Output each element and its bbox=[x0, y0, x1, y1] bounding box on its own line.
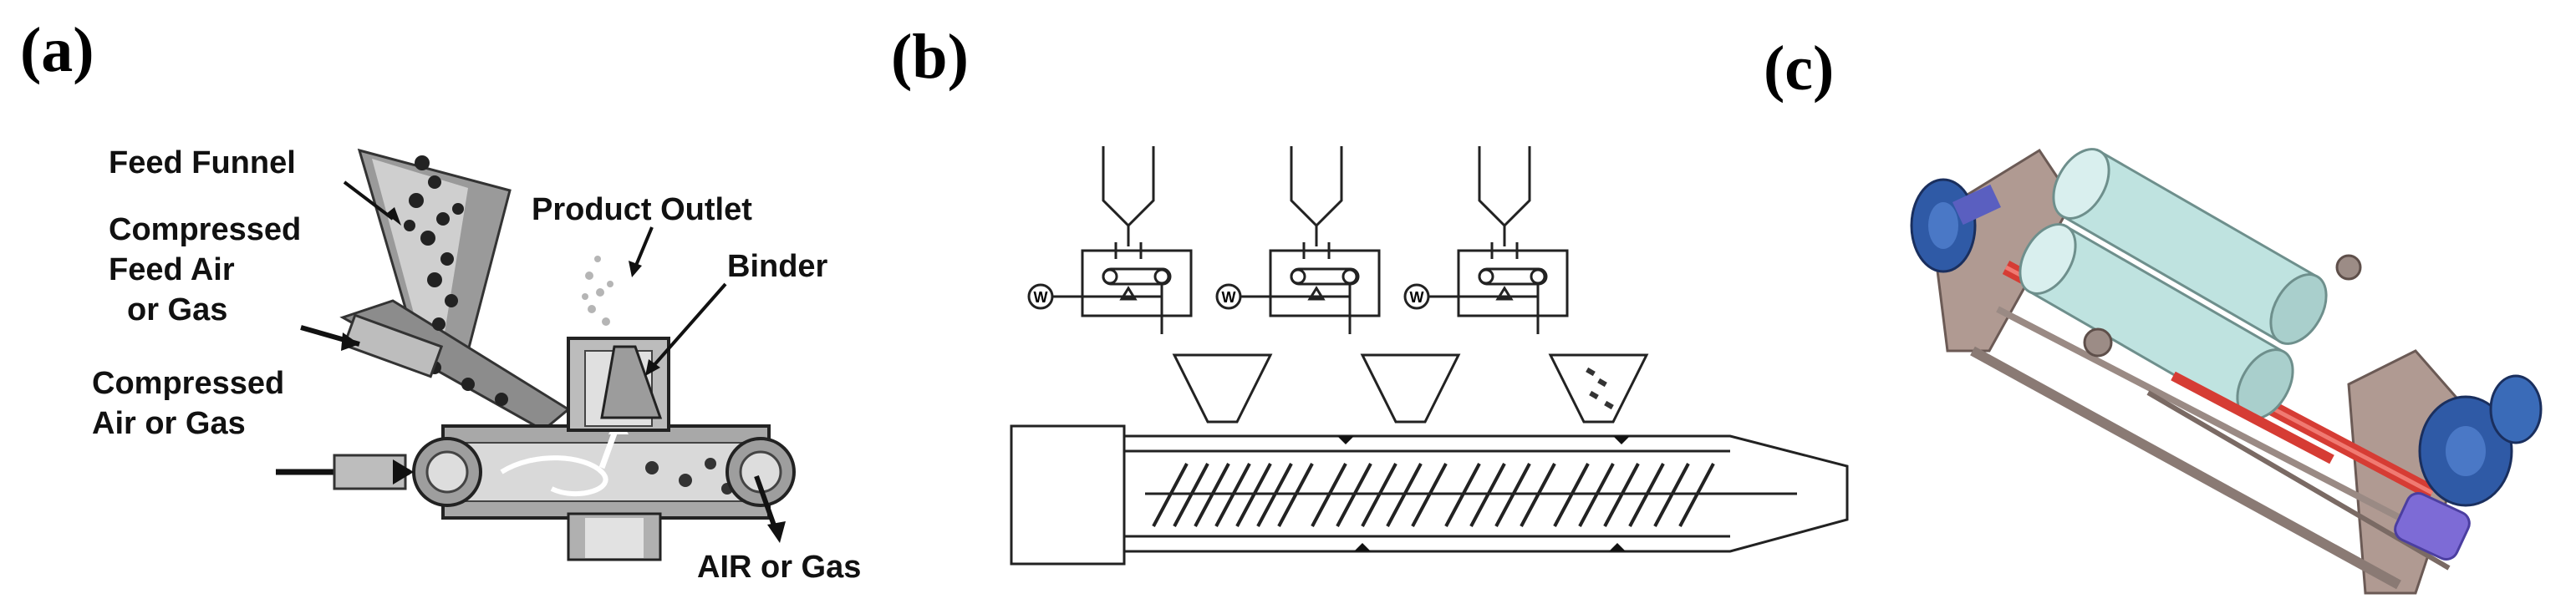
label-feed-funnel: Feed Funnel bbox=[109, 145, 296, 180]
binder-tube bbox=[600, 345, 663, 419]
drive-motor bbox=[1010, 424, 1126, 566]
label-compressed-air-line1: Compressed bbox=[92, 366, 285, 401]
barrel-hopper-3 bbox=[1548, 353, 1649, 424]
panel-letter-a: (a) bbox=[20, 15, 94, 85]
right-motor bbox=[2418, 374, 2543, 507]
swirl-arrow bbox=[500, 455, 608, 497]
feeder-unit-1 bbox=[1049, 146, 1193, 334]
feeder-w-label-3: W bbox=[1410, 289, 1424, 306]
barrel-hopper-1 bbox=[1172, 353, 1273, 424]
left-motor bbox=[1910, 178, 2001, 273]
feeder-w-label-2: W bbox=[1222, 289, 1236, 306]
hopper-particles bbox=[1586, 367, 1614, 410]
panel-letter-b: (b) bbox=[891, 22, 969, 92]
label-binder: Binder bbox=[727, 249, 828, 284]
label-compressed-feed-air-line2: Feed Air bbox=[109, 252, 235, 287]
roller-upper bbox=[2052, 148, 2328, 345]
label-air-or-gas: AIR or Gas bbox=[697, 550, 862, 585]
label-compressed-feed-air-line1: Compressed bbox=[109, 212, 302, 247]
purple-gearbox bbox=[2394, 492, 2471, 561]
feed-hopper-inner bbox=[372, 159, 468, 344]
feeder-unit-3 bbox=[1425, 146, 1569, 334]
barrel-markers bbox=[1337, 436, 1630, 551]
label-product-outlet: Product Outlet bbox=[532, 192, 752, 227]
panel-letter-c: (c) bbox=[1764, 33, 1835, 104]
granulator-diagram bbox=[276, 148, 796, 561]
feeder-w-label-1: W bbox=[1034, 289, 1048, 306]
extruder-diagram: W W W bbox=[1010, 146, 1849, 566]
barrel-hopper-2 bbox=[1360, 353, 1461, 424]
feed-air-pipe bbox=[342, 313, 444, 378]
gear-small bbox=[2083, 327, 2113, 358]
roller-lower bbox=[2019, 223, 2294, 420]
base-rail bbox=[1970, 346, 2401, 590]
roller-compactor-render bbox=[1910, 148, 2543, 595]
label-compressed-air-line2: Air or Gas bbox=[92, 406, 246, 441]
weigh-markers bbox=[1027, 283, 1430, 310]
screw-flights bbox=[1152, 463, 1715, 527]
outlet-spray bbox=[582, 256, 613, 326]
feeder-unit-2 bbox=[1237, 146, 1381, 334]
label-compressed-feed-air-line3: or Gas bbox=[127, 292, 228, 327]
